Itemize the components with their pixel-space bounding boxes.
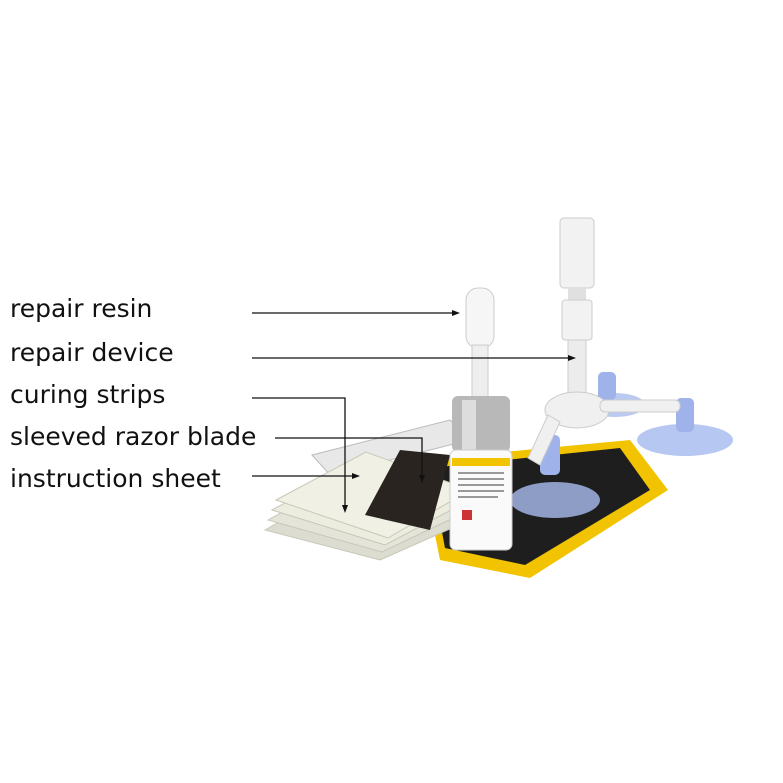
label-instruction-sheet: instruction sheet xyxy=(10,464,221,493)
callout-lines xyxy=(252,312,572,508)
callout-curing-strips xyxy=(252,397,346,508)
label-repair-device: repair device xyxy=(10,338,174,367)
callout-razor-blade xyxy=(275,437,423,478)
repair-device xyxy=(527,217,681,466)
label-repair-resin: repair resin xyxy=(10,294,153,323)
resin-bottle xyxy=(449,287,513,551)
razor-blade xyxy=(365,450,450,530)
label-curing-strips: curing strips xyxy=(10,380,166,409)
arrowheads xyxy=(342,310,576,513)
label-sleeved-razor-blade: sleeved razor blade xyxy=(10,422,257,451)
